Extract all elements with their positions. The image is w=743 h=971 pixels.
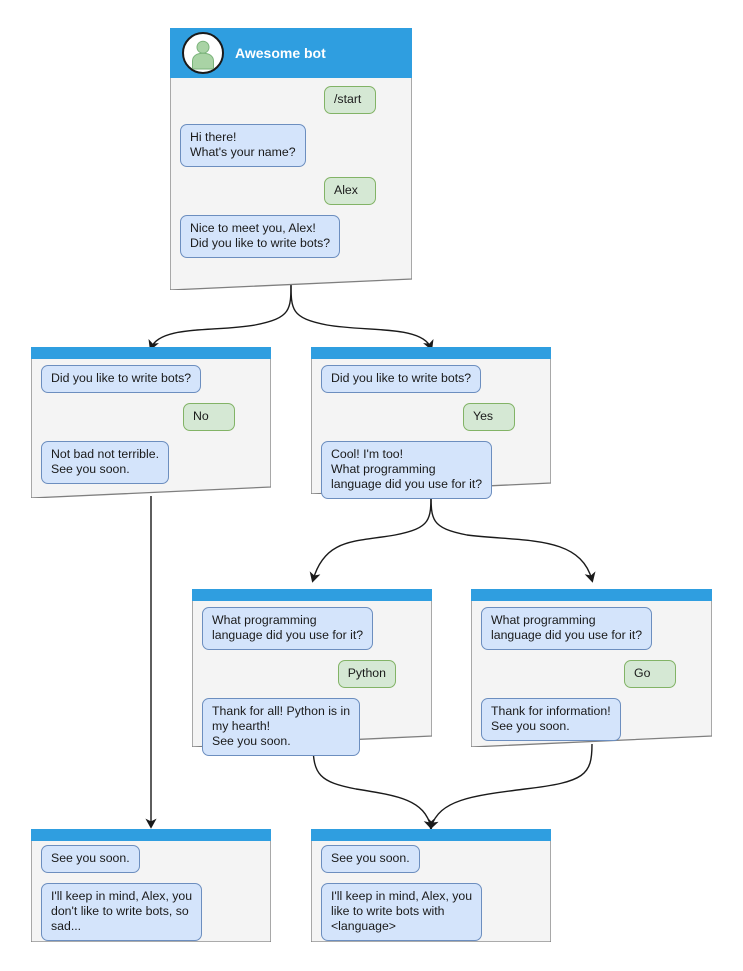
card-header-bar [311,829,551,841]
card-header-bar [471,589,712,601]
message-row: Alex [180,177,402,205]
user-bubble: Go [624,660,676,688]
message-row: See you soon. [41,845,261,873]
user-bubble: No [183,403,235,431]
user-bubble: Python [337,660,396,688]
chat-card-yes-branch[interactable]: Did you like to write bots? Yes Cool! I'… [311,347,551,499]
bot-bubble: Did you like to write bots? [321,365,482,393]
message-row: I'll keep in mind, Alex, you don't like … [41,883,261,941]
message-row: Yes [321,403,541,431]
edge-root-to-yes [290,281,434,351]
message-row: Thank for all! Python is in my hearth! S… [202,698,422,756]
card-header-bar [311,347,551,359]
chat-card-go-branch[interactable]: What programming language did you use fo… [471,589,712,747]
message-row: Nice to meet you, Alex! Did you like to … [180,215,402,258]
message-row: Did you like to write bots? [41,365,261,393]
bot-bubble: Cool! I'm too! What programming language… [321,441,493,499]
bot-bubble: Not bad not terrible. See you soon. [41,441,170,484]
bot-bubble: Thank for information! See you soon. [481,698,621,741]
message-row: Go [481,660,702,688]
bot-bubble: Hi there! What's your name? [180,124,306,167]
message-row: What programming language did you use fo… [481,607,702,650]
bot-bubble: I'll keep in mind, Alex, you don't like … [41,883,203,941]
message-row: Thank for information! See you soon. [481,698,702,741]
card-header-root: Awesome bot [170,28,412,78]
message-row: Hi there! What's your name? [180,124,402,167]
bot-bubble: Thank for all! Python is in my hearth! S… [202,698,361,756]
message-row: /start [180,86,402,114]
message-row: Python [202,660,422,688]
message-row: Not bad not terrible. See you soon. [41,441,261,484]
card-header-bar [31,347,271,359]
message-row: See you soon. [321,845,541,873]
bot-bubble: What programming language did you use fo… [202,607,374,650]
bot-bubble: See you soon. [41,845,140,873]
card-header-bar [192,589,432,601]
message-row: No [41,403,261,431]
user-bubble: Alex [324,177,376,205]
edge-root-to-no [148,281,292,351]
user-bubble: Yes [463,403,515,431]
person-avatar-icon [182,32,224,74]
chat-card-no-branch[interactable]: Did you like to write bots? No Not bad n… [31,347,271,498]
message-row: What programming language did you use fo… [202,607,422,650]
chat-card-root[interactable]: Awesome bot /start Hi there! What's your… [170,28,412,290]
chat-card-end-sad[interactable]: See you soon. I'll keep in mind, Alex, y… [31,829,271,942]
chat-card-python-branch[interactable]: What programming language did you use fo… [192,589,432,756]
message-row: I'll keep in mind, Alex, you like to wri… [321,883,541,941]
chat-card-end-happy[interactable]: See you soon. I'll keep in mind, Alex, y… [311,829,551,942]
bot-bubble: See you soon. [321,845,420,873]
bot-bubble: What programming language did you use fo… [481,607,653,650]
edge-go-to-end-happy [428,743,593,830]
message-row: Did you like to write bots? [321,365,541,393]
card-title-root: Awesome bot [235,45,326,61]
bot-bubble: I'll keep in mind, Alex, you like to wri… [321,883,483,941]
bot-bubble: Nice to meet you, Alex! Did you like to … [180,215,341,258]
user-bubble: /start [324,86,376,114]
message-row: Cool! I'm too! What programming language… [321,441,541,499]
card-header-bar [31,829,271,841]
bot-bubble: Did you like to write bots? [41,365,202,393]
